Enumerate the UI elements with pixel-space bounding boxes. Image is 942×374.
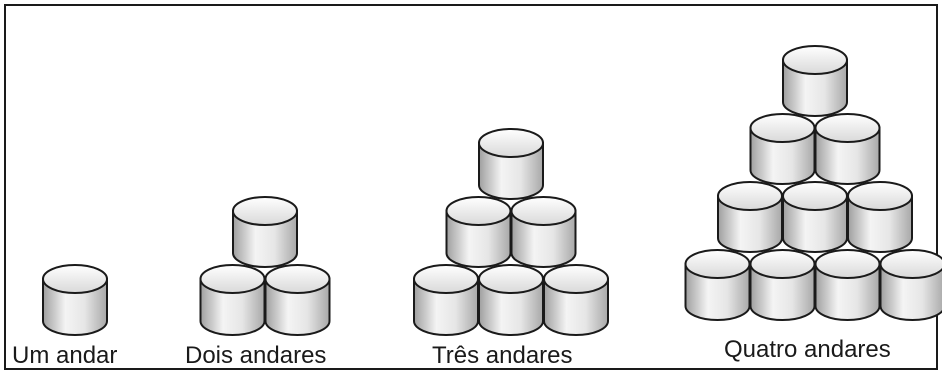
stack-label-four-floors: Quatro andares bbox=[724, 336, 891, 363]
stack-label-two-floors: Dois andares bbox=[185, 342, 327, 369]
can bbox=[478, 264, 544, 336]
stack-three-floors bbox=[413, 128, 609, 336]
can bbox=[782, 45, 848, 117]
can bbox=[543, 264, 609, 336]
can bbox=[749, 113, 816, 185]
can bbox=[879, 249, 942, 321]
can bbox=[749, 249, 816, 321]
can bbox=[42, 264, 108, 336]
can bbox=[413, 264, 479, 336]
can bbox=[782, 181, 848, 253]
can bbox=[684, 249, 751, 321]
figure-border bbox=[4, 4, 938, 370]
stack-two-floors bbox=[199, 196, 331, 336]
stack-label-three-floors: Três andares bbox=[432, 342, 573, 369]
can bbox=[510, 196, 577, 268]
can bbox=[199, 264, 266, 336]
stack-one-floor bbox=[42, 264, 108, 336]
can bbox=[232, 196, 298, 268]
can bbox=[445, 196, 512, 268]
can bbox=[264, 264, 331, 336]
can bbox=[814, 249, 881, 321]
can bbox=[814, 113, 881, 185]
can bbox=[847, 181, 913, 253]
stack-four-floors bbox=[684, 45, 942, 321]
stack-label-one-floor: Um andar bbox=[12, 342, 118, 369]
can bbox=[478, 128, 544, 200]
can bbox=[717, 181, 783, 253]
